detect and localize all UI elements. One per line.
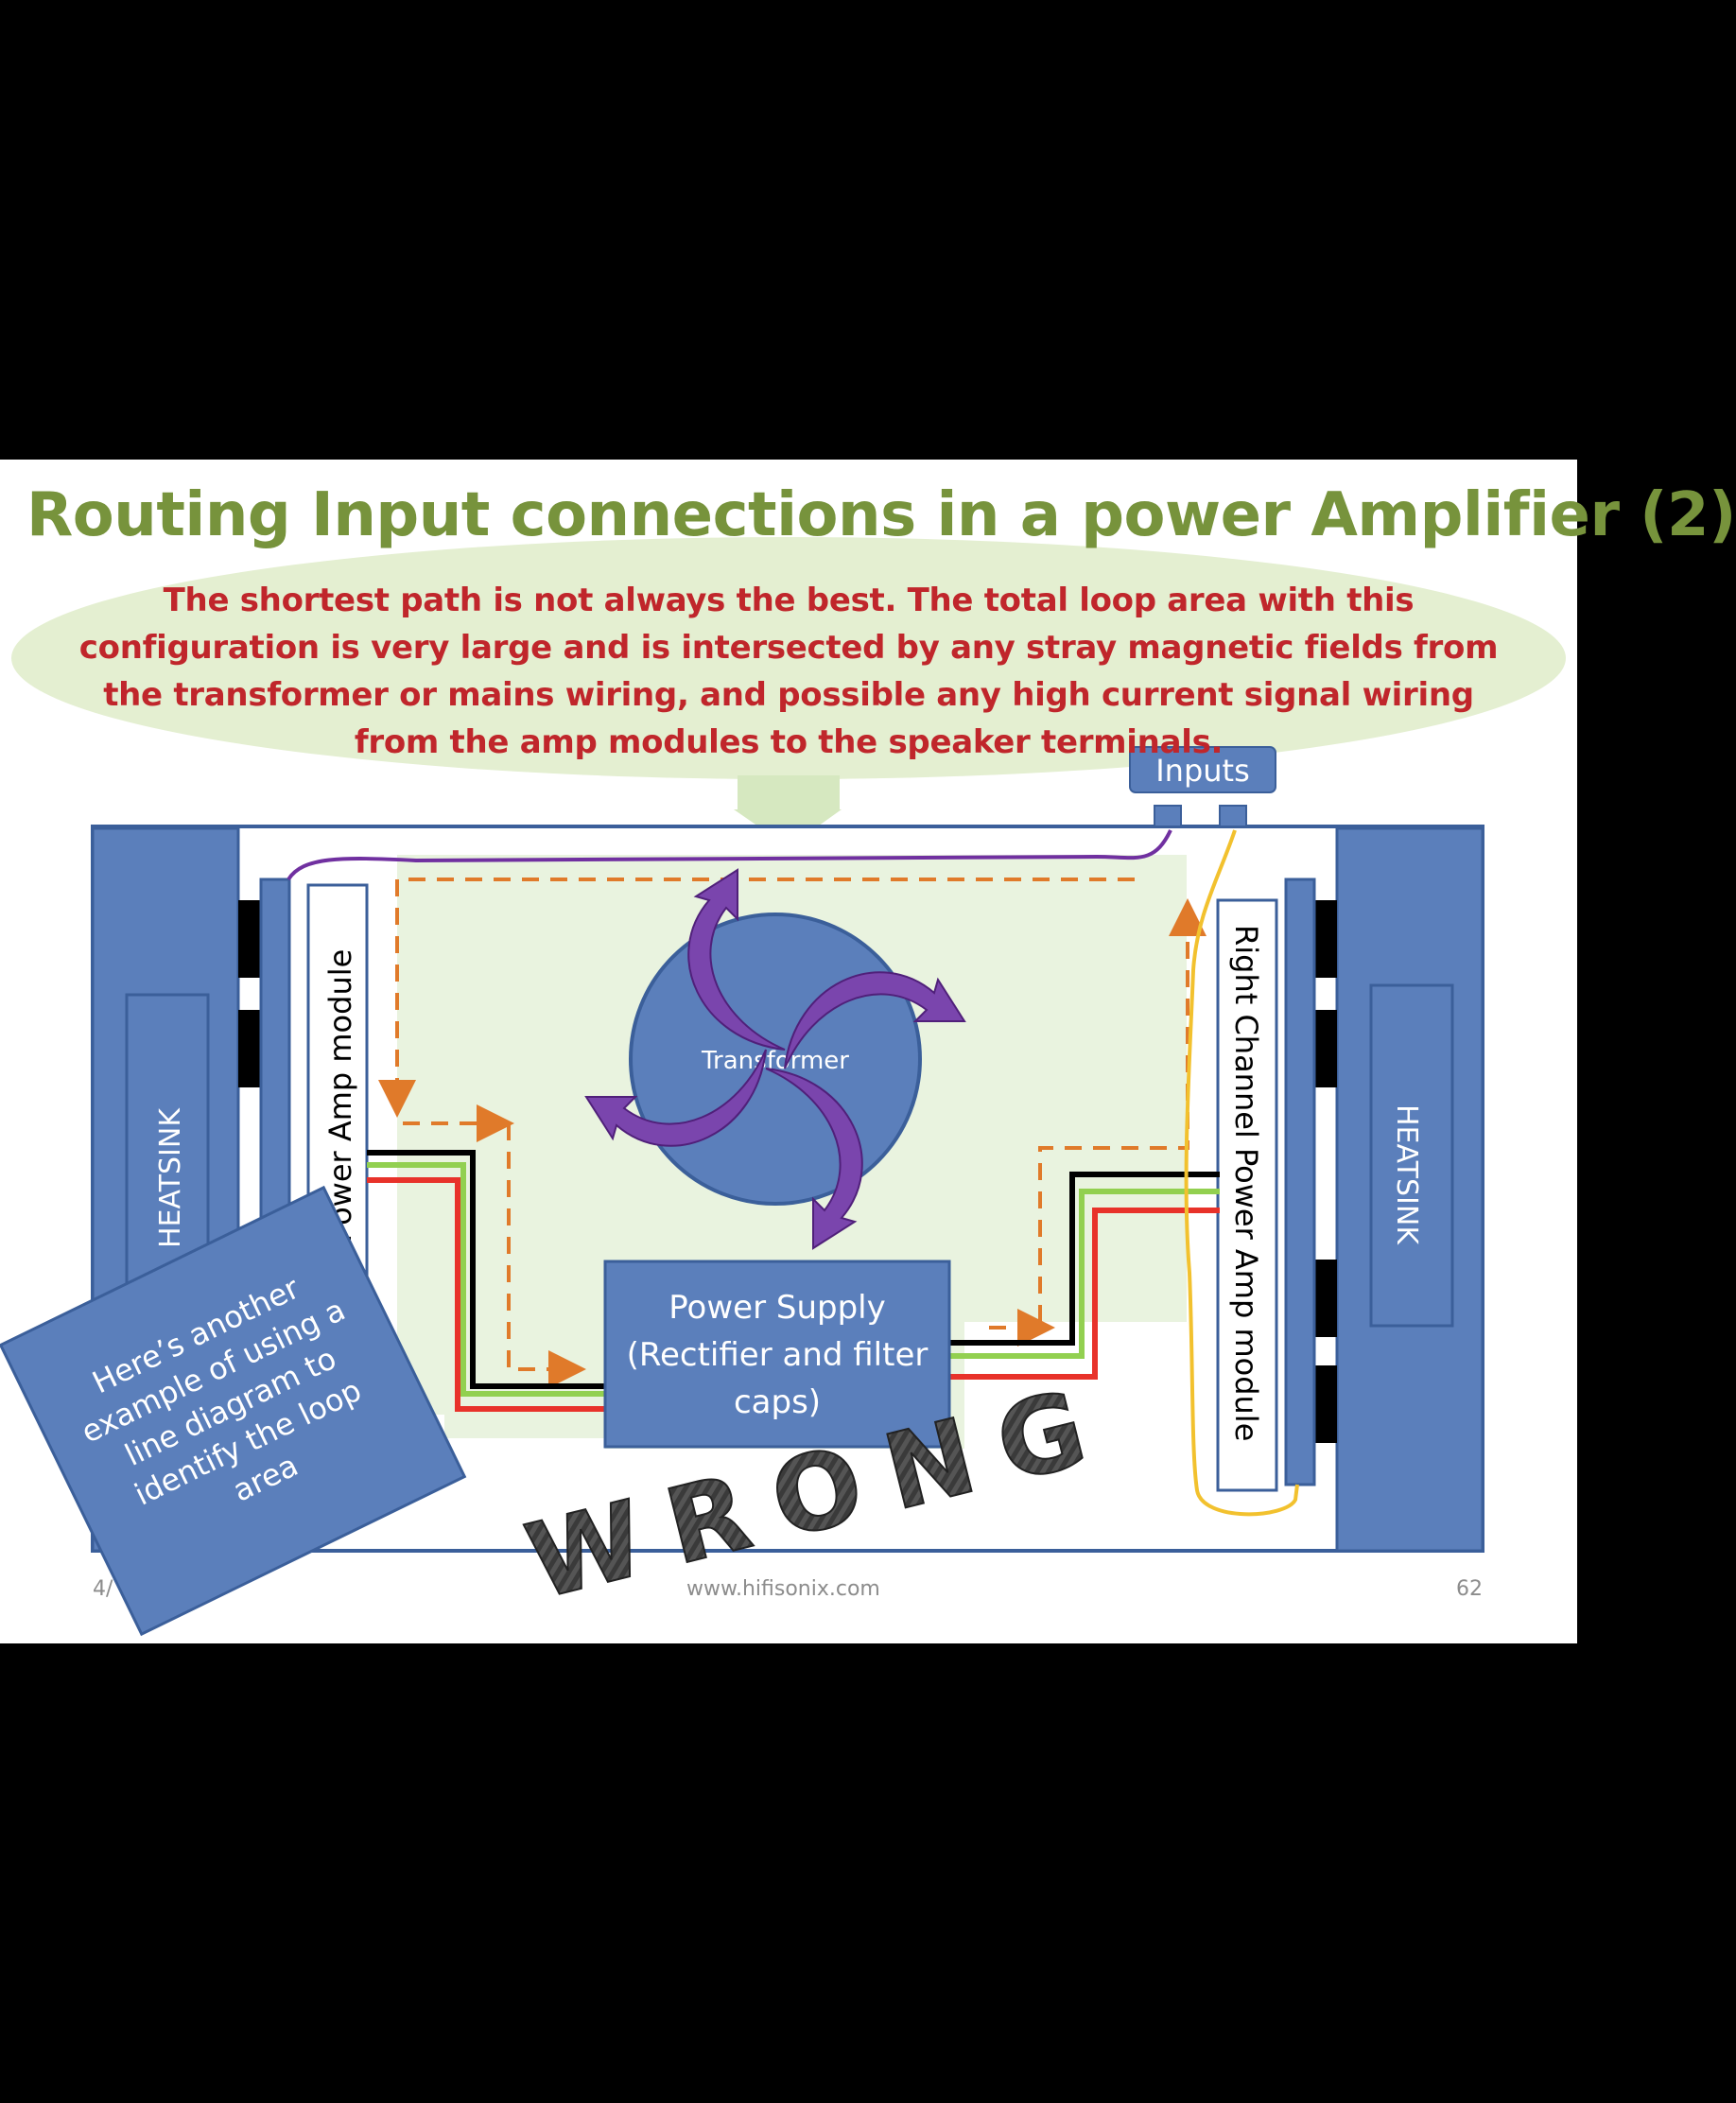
footer-page-number: 62 — [1456, 1577, 1483, 1601]
right-module-board — [1216, 898, 1278, 1492]
magnetic-field-arrows — [584, 868, 966, 1250]
note-box: Here’s another example of using a line d… — [0, 1185, 467, 1637]
amplifier-diagram: Transformer Power Supply (Rectifier — [0, 537, 1566, 1637]
inputs-label: Inputs — [1155, 753, 1250, 789]
input-jack — [1219, 805, 1247, 827]
footer-url: www.hifisonix.com — [686, 1577, 880, 1601]
right-module-bar — [1284, 878, 1316, 1486]
loop-path — [378, 878, 1207, 1388]
transistor — [1314, 1365, 1337, 1443]
transistor — [1314, 900, 1337, 978]
heatsink-right-inner — [1369, 983, 1454, 1328]
transistor — [238, 1010, 261, 1087]
callout-bubble — [11, 537, 1566, 779]
swirl-arrow — [584, 1049, 767, 1147]
callout-text: The shortest path is not always the best… — [78, 582, 1499, 761]
transistor — [238, 900, 261, 978]
input-wire-purple — [286, 829, 1172, 881]
callout-down-arrow — [734, 775, 842, 847]
input-jack — [1154, 805, 1182, 827]
footer-date: 4/ — [93, 1577, 113, 1601]
swirl-arrow — [687, 868, 786, 1051]
slide: Transformer Power Supply (Rectifier — [0, 460, 1736, 1643]
power-supply-line2: (Rectifier and filter — [627, 1336, 929, 1374]
power-supply-line1: Power Supply — [668, 1289, 885, 1327]
swirl-arrow — [765, 1068, 863, 1250]
input-wire-yellow — [1184, 829, 1299, 1517]
left-power-wires — [367, 1150, 605, 1412]
power-supply-box — [603, 1260, 951, 1449]
transistor — [1314, 1260, 1337, 1337]
transistor — [1314, 1010, 1337, 1087]
power-supply-line3: caps) — [734, 1383, 821, 1421]
right-power-wires — [949, 1172, 1220, 1380]
slide-title: Routing Input connections in a power Amp… — [26, 480, 1736, 550]
right-module-label: Right Channel Power Amp module — [1228, 925, 1264, 1441]
heatsink-left-label: HEATSINK — [154, 1107, 187, 1248]
inputs-box — [1129, 746, 1276, 793]
swirl-arrow — [784, 971, 966, 1069]
heatsink-right-label: HEATSINK — [1390, 1104, 1423, 1245]
